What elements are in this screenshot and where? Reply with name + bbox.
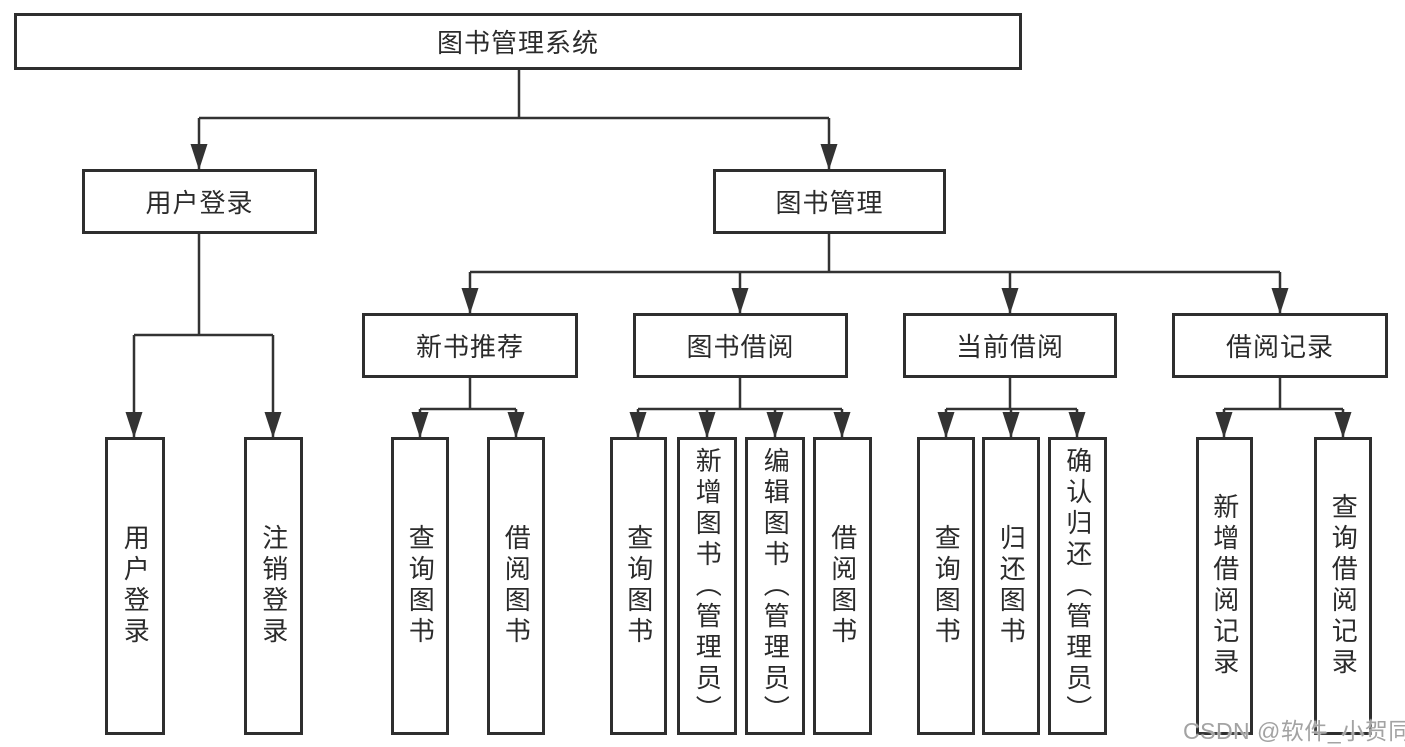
leaf-query-borrow-record: 查询借阅记录 xyxy=(1314,437,1372,735)
connector-trunks xyxy=(134,70,1343,411)
node-book-management: 图书管理 xyxy=(713,169,946,234)
leaf-borrow-query-books-label: 查询图书 xyxy=(623,524,654,648)
node-book-borrow-label: 图书借阅 xyxy=(686,332,795,362)
leaf-borrow-book-label: 借阅图书 xyxy=(827,524,858,648)
csdn-watermark: CSDN @软件_小贺同学 xyxy=(1183,718,1405,744)
leaf-return-book: 归还图书 xyxy=(982,437,1040,735)
leaf-user-login: 用户登录 xyxy=(105,437,165,735)
node-borrow-records-label: 借阅记录 xyxy=(1225,332,1334,362)
leaf-edit-book-admin-label: 编辑图书（管理员） xyxy=(760,446,791,726)
leaf-recommend-borrow-books-label: 借阅图书 xyxy=(501,524,532,648)
leaf-add-borrow-record: 新增借阅记录 xyxy=(1196,437,1253,735)
leaf-logout: 注销登录 xyxy=(244,437,303,735)
leaf-borrow-book: 借阅图书 xyxy=(813,437,872,735)
node-new-book-recommend-label: 新书推荐 xyxy=(415,332,524,362)
leaf-borrow-query-books: 查询图书 xyxy=(610,437,667,735)
node-user-login: 用户登录 xyxy=(82,169,317,234)
leaf-add-borrow-record-label: 新增借阅记录 xyxy=(1209,493,1240,679)
leaf-current-query-books: 查询图书 xyxy=(917,437,975,735)
node-root: 图书管理系统 xyxy=(14,13,1022,70)
node-current-borrow-label: 当前借阅 xyxy=(955,332,1064,362)
leaf-recommend-borrow-books: 借阅图书 xyxy=(487,437,545,735)
leaf-user-login-label: 用户登录 xyxy=(120,524,151,648)
leaf-recommend-query-books-label: 查询图书 xyxy=(405,524,436,648)
leaf-add-book-admin-label: 新增图书（管理员） xyxy=(692,446,723,726)
leaf-return-book-label: 归还图书 xyxy=(996,524,1027,648)
node-current-borrow: 当前借阅 xyxy=(903,313,1117,378)
node-user-login-label: 用户登录 xyxy=(145,188,254,218)
connector-arrows xyxy=(125,118,1352,438)
node-new-book-recommend: 新书推荐 xyxy=(362,313,578,378)
leaf-edit-book-admin: 编辑图书（管理员） xyxy=(745,437,805,735)
leaf-current-query-books-label: 查询图书 xyxy=(931,524,962,648)
node-book-management-label: 图书管理 xyxy=(775,188,884,218)
leaf-confirm-return-admin-label: 确认归还（管理员） xyxy=(1062,446,1093,726)
leaf-query-borrow-record-label: 查询借阅记录 xyxy=(1328,493,1359,679)
node-book-borrow: 图书借阅 xyxy=(633,313,848,378)
node-borrow-records: 借阅记录 xyxy=(1172,313,1388,378)
leaf-logout-label: 注销登录 xyxy=(258,524,289,648)
leaf-recommend-query-books: 查询图书 xyxy=(391,437,449,735)
leaf-confirm-return-admin: 确认归还（管理员） xyxy=(1048,437,1107,735)
node-root-label: 图书管理系统 xyxy=(436,28,599,58)
leaf-add-book-admin: 新增图书（管理员） xyxy=(677,437,737,735)
